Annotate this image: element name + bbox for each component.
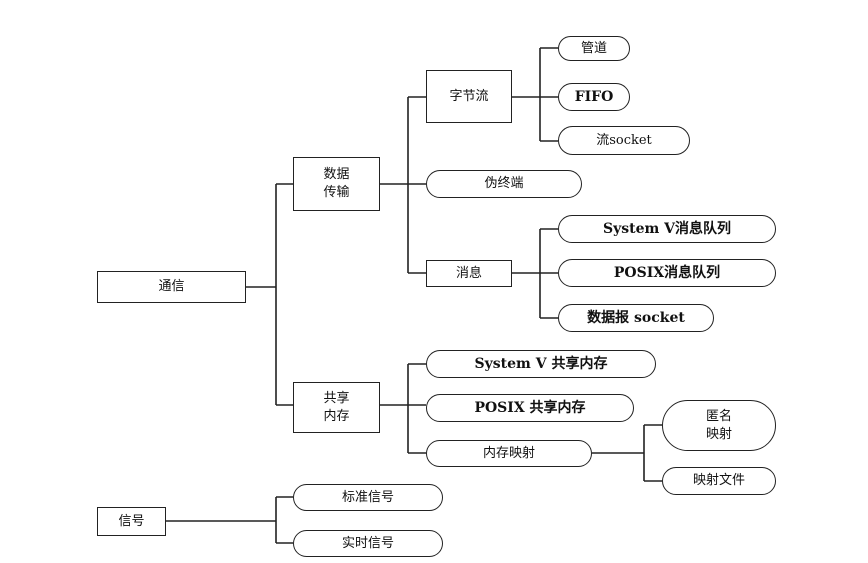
node-fifo: FIFO xyxy=(558,83,630,111)
node-shuju-chuanshu: 数据 传输 xyxy=(293,157,380,211)
node-posix-shm: POSIX 共享内存 xyxy=(426,394,634,422)
node-sysv-shm: System V 共享内存 xyxy=(426,350,656,378)
node-weizhongduan: 伪终端 xyxy=(426,170,582,198)
node-file-mapping: 映射文件 xyxy=(662,467,776,495)
node-datagram-socket: 数据报 socket xyxy=(558,304,714,332)
node-niming: 匿名 映射 xyxy=(662,400,776,451)
node-posix-queue: POSIX消息队列 xyxy=(558,259,776,287)
node-rt-signal: 实时信号 xyxy=(293,530,443,557)
node-tongxin: 通信 xyxy=(97,271,246,303)
node-sysv-queue: System V消息队列 xyxy=(558,215,776,243)
node-guandao: 管道 xyxy=(558,36,630,61)
node-mmap: 内存映射 xyxy=(426,440,592,467)
node-gongxiang-neicun: 共享 内存 xyxy=(293,382,380,433)
node-std-signal: 标准信号 xyxy=(293,484,443,511)
node-liu-socket: 流socket xyxy=(558,126,690,155)
node-xiaoxi: 消息 xyxy=(426,260,512,287)
node-xinhao: 信号 xyxy=(97,507,166,536)
node-zijieliu: 字节流 xyxy=(426,70,512,123)
